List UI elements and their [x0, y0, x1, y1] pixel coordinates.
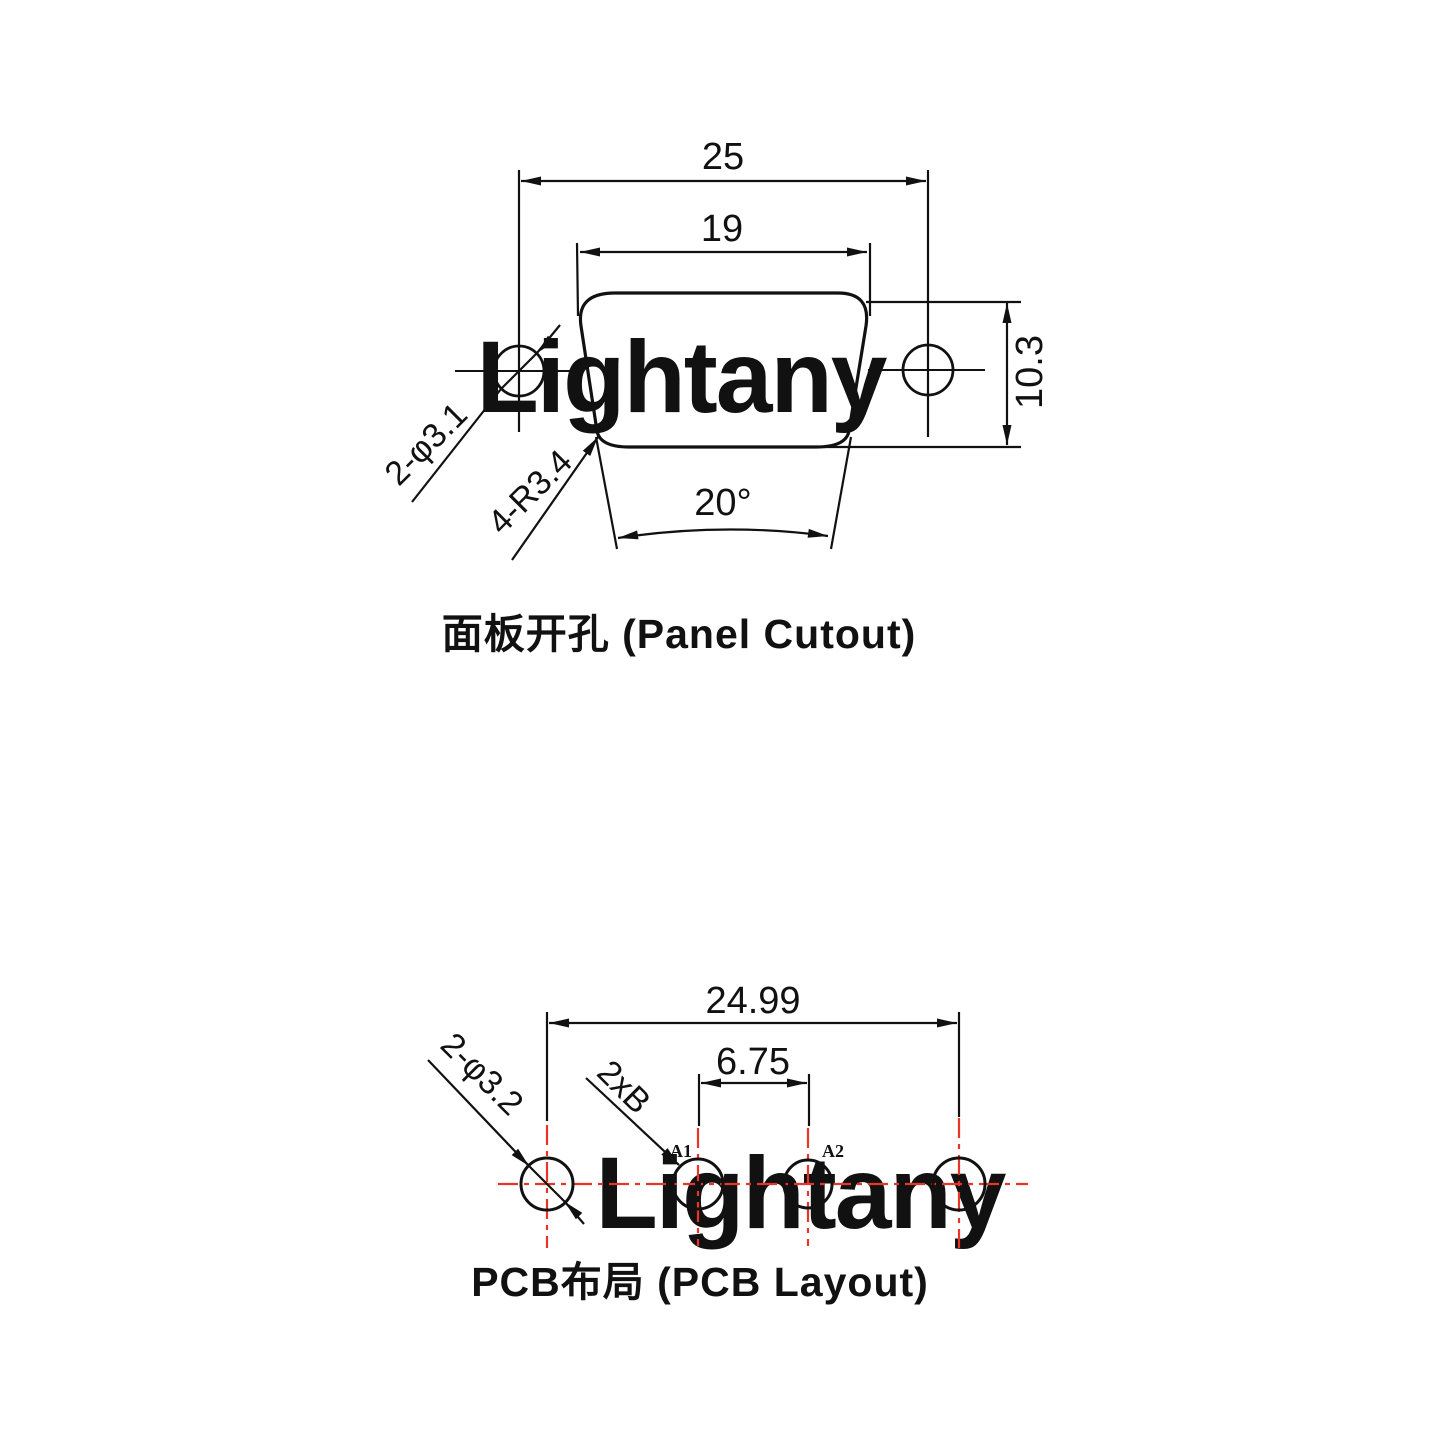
arrowhead-icon: [511, 1148, 529, 1166]
pad-a1-center-dot: [695, 1181, 701, 1187]
dim-outer-span-value: 24.99: [705, 980, 800, 1022]
angle-dim-lines: [594, 436, 853, 550]
label-contact-holes: 2xB: [590, 1053, 658, 1121]
arrowhead-icon: [565, 1202, 583, 1220]
arrowhead-icon: [580, 247, 600, 257]
dim-25-lines: [517, 170, 930, 437]
watermark-text-top: Lightany: [477, 320, 888, 434]
arrowhead-icon: [807, 528, 828, 538]
dim-height-value: 10.3: [1009, 335, 1051, 409]
arrowhead-icon: [906, 176, 926, 186]
arrowhead-icon: [937, 1018, 957, 1028]
dim-inner-width-value: 19: [701, 208, 743, 250]
dim-19-lines: [575, 242, 872, 317]
arrowhead-icon: [483, 389, 501, 407]
leader-2xb-line: [585, 1077, 680, 1166]
panel-cutout-drawing: Lightany 25 19: [378, 136, 1051, 657]
arrowhead-icon: [661, 1148, 679, 1165]
leader-r34-line: [511, 436, 599, 561]
label-corner-radius: 4-R3.4: [481, 443, 580, 542]
arrowhead-icon: [701, 1078, 721, 1088]
arrowhead-icon: [521, 176, 541, 186]
arrowhead-icon: [847, 247, 867, 257]
arrowhead-icon: [582, 437, 598, 456]
arrowhead-icon: [787, 1078, 807, 1088]
pcb-pad-a2: [782, 1158, 834, 1210]
pad-label-a1: A1: [670, 1141, 692, 1161]
pcb-layout-title: PCB布局 (PCB Layout): [471, 1259, 929, 1305]
pcb-mount-hole-right: [931, 1156, 987, 1212]
pad-label-a2: A2: [822, 1141, 844, 1161]
dim-24-99-lines: [545, 1012, 961, 1121]
arrowhead-icon: [549, 1018, 569, 1028]
pcb-mount-hole-left: [519, 1156, 575, 1212]
panel-cutout-title: 面板开孔 (Panel Cutout): [442, 611, 917, 657]
label-pcb-mount-holes: 2-φ3.2: [433, 1026, 530, 1123]
arrowhead-icon: [537, 335, 555, 353]
arrowhead-icon: [1002, 303, 1012, 323]
pcb-pad-a1: [671, 1157, 725, 1211]
dim-10-3-lines: [820, 300, 1021, 449]
panel-cutout-outline: [578, 291, 869, 449]
dim-side-angle-value: 20°: [694, 482, 751, 524]
watermark-text-bottom: Lightany: [596, 1136, 1007, 1250]
label-mount-holes: 2-φ3.1: [378, 396, 475, 493]
pcb-layout-drawing: Lightany 24.99 6.75: [427, 980, 1028, 1305]
dim-outer-width-value: 25: [702, 136, 744, 178]
arrowhead-icon: [618, 530, 639, 540]
red-centerlines: [498, 1118, 1028, 1248]
arrowhead-icon: [1002, 425, 1012, 445]
dim-contact-pitch-value: 6.75: [716, 1041, 790, 1083]
